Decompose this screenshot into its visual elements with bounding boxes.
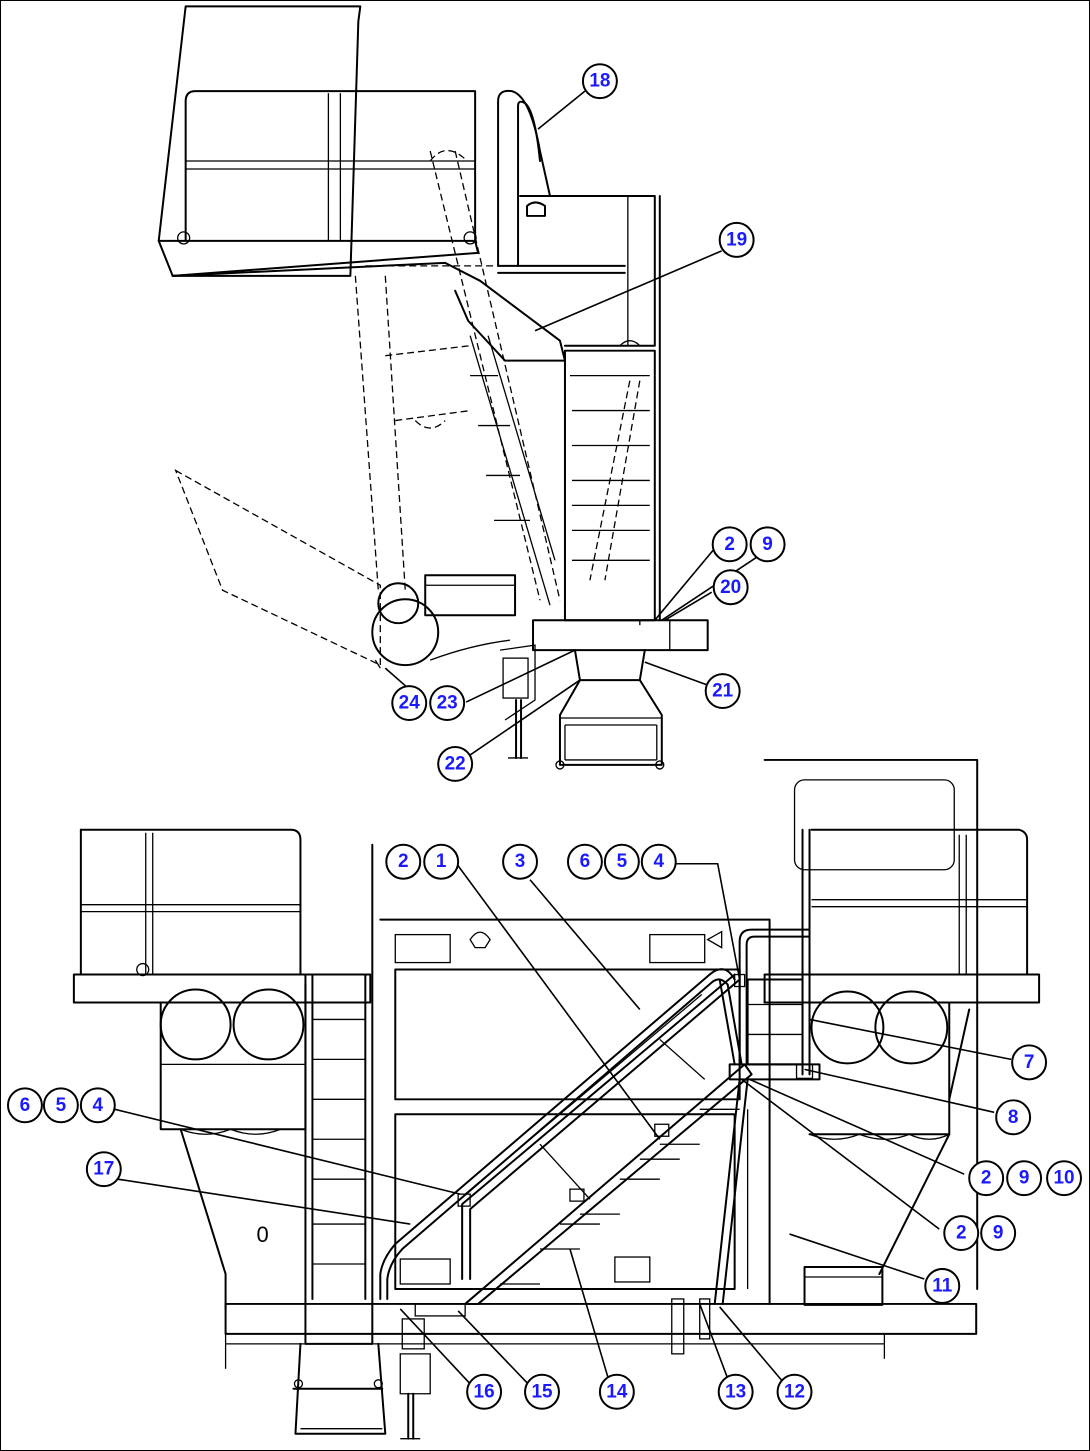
callout-9: 9 xyxy=(749,526,786,563)
callout-14: 14 xyxy=(598,1373,635,1410)
svg-text:2: 2 xyxy=(981,1168,992,1189)
svg-text:2: 2 xyxy=(956,1223,967,1244)
callout-9: 9 xyxy=(1006,1160,1043,1197)
callout-18: 18 xyxy=(581,63,618,100)
svg-text:2: 2 xyxy=(398,851,409,872)
callout-22: 22 xyxy=(437,745,474,782)
callout-13: 13 xyxy=(717,1373,754,1410)
svg-text:4: 4 xyxy=(654,851,665,872)
svg-text:0: 0 xyxy=(257,1222,269,1247)
callout-16: 16 xyxy=(466,1373,503,1410)
svg-text:9: 9 xyxy=(762,534,773,555)
callout-24: 24 xyxy=(391,685,428,722)
callout-12: 12 xyxy=(776,1373,813,1410)
callout-19: 19 xyxy=(718,221,755,258)
leader-lines xyxy=(114,90,1012,1385)
svg-text:18: 18 xyxy=(589,71,610,92)
callout-3: 3 xyxy=(502,843,539,880)
svg-text:5: 5 xyxy=(617,851,628,872)
svg-text:21: 21 xyxy=(712,681,734,702)
callout-7: 7 xyxy=(1011,1044,1048,1081)
svg-text:3: 3 xyxy=(515,851,526,872)
svg-text:4: 4 xyxy=(93,1095,104,1116)
svg-text:7: 7 xyxy=(1024,1052,1035,1073)
svg-text:17: 17 xyxy=(93,1159,114,1180)
callout-9: 9 xyxy=(980,1215,1017,1252)
callout-11: 11 xyxy=(924,1268,961,1304)
svg-text:11: 11 xyxy=(932,1275,952,1296)
svg-text:15: 15 xyxy=(531,1381,553,1402)
callout-4: 4 xyxy=(640,843,677,880)
svg-text:23: 23 xyxy=(437,693,458,714)
svg-text:5: 5 xyxy=(56,1095,67,1116)
callout-5: 5 xyxy=(42,1087,79,1124)
callout-5: 5 xyxy=(603,843,640,880)
svg-text:8: 8 xyxy=(1008,1107,1019,1128)
callout-15: 15 xyxy=(524,1373,560,1410)
callout-1: 1 xyxy=(423,843,460,880)
callout-10: 10 xyxy=(1046,1160,1083,1197)
svg-text:10: 10 xyxy=(1053,1168,1074,1189)
svg-text:16: 16 xyxy=(474,1381,495,1402)
svg-text:1: 1 xyxy=(436,851,447,872)
callout-2: 2 xyxy=(968,1160,1005,1197)
svg-text:14: 14 xyxy=(606,1381,628,1402)
svg-text:13: 13 xyxy=(725,1381,746,1402)
svg-text:2: 2 xyxy=(724,534,735,555)
upper-assembly-view xyxy=(157,5,709,770)
callout-2: 2 xyxy=(385,843,422,880)
callout-20: 20 xyxy=(712,569,749,606)
callout-2: 2 xyxy=(943,1215,980,1252)
callout-2: 2 xyxy=(711,526,748,563)
lower-assembly-view: 0 xyxy=(72,758,1041,1440)
callout-17: 17 xyxy=(85,1151,122,1188)
svg-text:22: 22 xyxy=(445,753,466,774)
callout-23: 23 xyxy=(429,685,466,722)
svg-text:12: 12 xyxy=(784,1381,805,1402)
svg-text:24: 24 xyxy=(399,693,421,714)
svg-text:9: 9 xyxy=(1019,1168,1030,1189)
callout-8: 8 xyxy=(995,1099,1032,1136)
callout-21: 21 xyxy=(704,673,741,710)
callout-6: 6 xyxy=(6,1087,43,1124)
svg-text:19: 19 xyxy=(726,229,747,250)
svg-text:6: 6 xyxy=(20,1095,31,1116)
callout-6: 6 xyxy=(566,843,603,880)
callout-4: 4 xyxy=(79,1087,116,1124)
svg-text:6: 6 xyxy=(580,851,591,872)
svg-text:9: 9 xyxy=(993,1223,1004,1244)
svg-text:20: 20 xyxy=(720,577,741,598)
